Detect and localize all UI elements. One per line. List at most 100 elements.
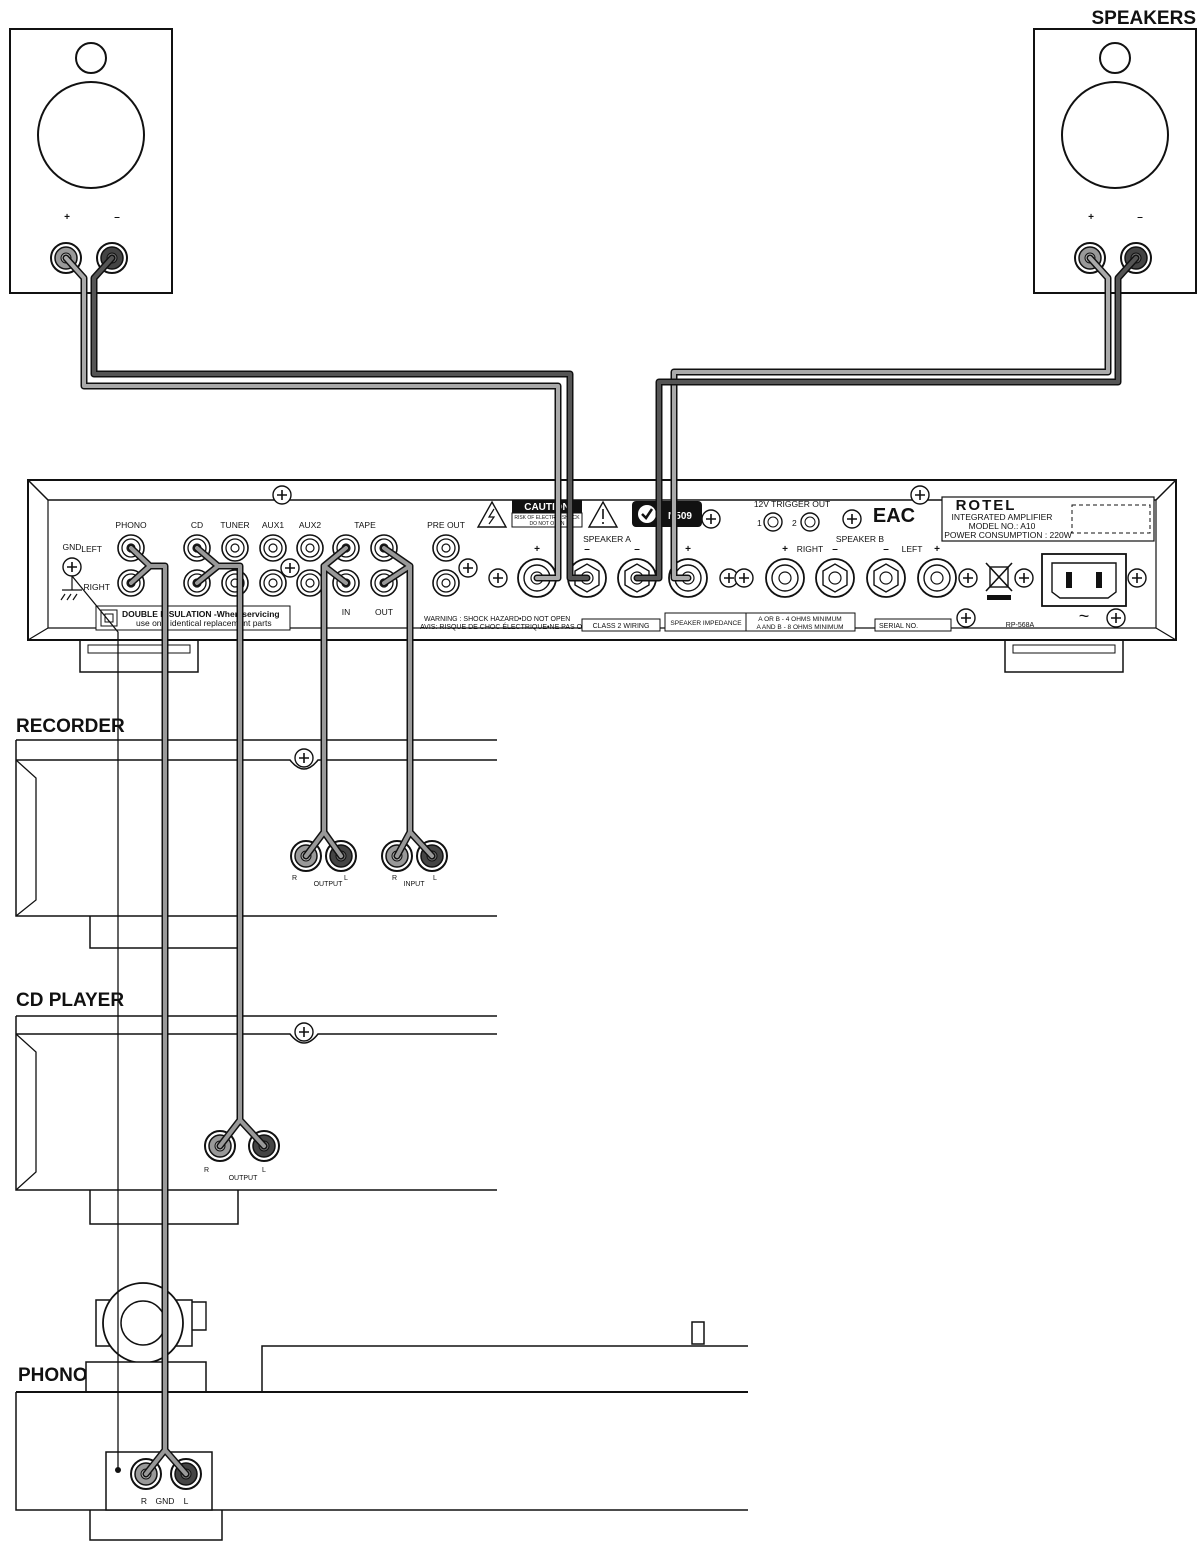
amp-aux1-label: AUX1 bbox=[262, 520, 284, 530]
caution-label: CAUTION RISK OF ELECTRIC SHOCK DO NOT OP… bbox=[476, 500, 619, 528]
amp-tuner-label: TUNER bbox=[220, 520, 249, 530]
speaker-right-plus-label: + bbox=[1088, 212, 1094, 223]
amp-tuner-left-jack[interactable] bbox=[221, 534, 249, 562]
amp-phono-label: PHONO bbox=[115, 520, 147, 530]
svg-text:N509: N509 bbox=[668, 511, 692, 522]
model-badge: ROTEL INTEGRATED AMPLIFIER MODEL NO.: A1… bbox=[941, 496, 1155, 542]
svg-text:CAUTION: CAUTION bbox=[524, 502, 570, 513]
speaker-b-left-minus-post[interactable] bbox=[866, 558, 906, 598]
cd-output-r-label: R bbox=[204, 1167, 209, 1174]
recorder-output-label: OUTPUT bbox=[314, 881, 344, 888]
cd-cable bbox=[193, 544, 268, 1150]
svg-text:ROTEL: ROTEL bbox=[956, 497, 1017, 514]
speaker-a-label: SPEAKER A bbox=[583, 534, 631, 544]
cd-player-heading: CD PLAYER bbox=[16, 990, 124, 1011]
amp-pre-out-left-jack[interactable] bbox=[432, 534, 460, 562]
amp-tape-out-label: OUT bbox=[375, 607, 393, 617]
recorder-input-r-label: R bbox=[392, 875, 397, 882]
phono-heading: PHONO bbox=[18, 1365, 88, 1386]
svg-text:DOUBLE INSULATION -When servic: DOUBLE INSULATION -When servicing bbox=[122, 609, 280, 619]
speaker-b-left-plus-post[interactable] bbox=[917, 558, 957, 598]
amplifier-rear-panel: GND PHONO LEFT RIGHT CD TUNER AUX1 AUX2 … bbox=[27, 479, 1177, 673]
phono-cable bbox=[127, 544, 190, 1478]
speaker-b-left-label: LEFT bbox=[902, 544, 923, 554]
right-speaker-cable bbox=[633, 254, 1140, 582]
trigger-2-label: 2 bbox=[792, 518, 797, 528]
class-2-wiring-label: CLASS 2 WIRING bbox=[593, 623, 650, 630]
ac-symbol: ~ bbox=[1079, 606, 1090, 626]
weee-bin-icon bbox=[985, 562, 1013, 600]
speaker-b-right-minus-post[interactable] bbox=[815, 558, 855, 598]
ac-power-inlet[interactable] bbox=[1041, 553, 1127, 607]
amp-pre-out-label: PRE OUT bbox=[427, 520, 465, 530]
svg-text:use only identical replacement: use only identical replacement parts bbox=[136, 618, 272, 628]
amp-tuner-right-jack[interactable] bbox=[221, 569, 249, 597]
cd-output-label: OUTPUT bbox=[229, 1175, 259, 1182]
turntable-r-label: R bbox=[141, 1496, 147, 1506]
speaker-right: + – bbox=[1033, 28, 1197, 294]
svg-text:A AND B - 8 OHMS MINIMUM: A AND B - 8 OHMS MINIMUM bbox=[756, 624, 843, 631]
speaker-b-left-minus-label: – bbox=[883, 544, 889, 555]
serial-number-label: SERIAL NO. bbox=[879, 623, 918, 630]
speaker-left: + – bbox=[9, 28, 173, 294]
recorder-input-label: INPUT bbox=[404, 881, 426, 888]
trigger-label: 12V TRIGGER OUT bbox=[754, 499, 830, 509]
recorder-heading: RECORDER bbox=[16, 716, 125, 737]
trigger-2-jack[interactable] bbox=[800, 512, 820, 532]
speaker-a-right-minus-label: – bbox=[584, 544, 590, 555]
amp-tape-in-label: IN bbox=[342, 607, 351, 617]
turntable-gnd-label: GND bbox=[156, 1496, 175, 1506]
amp-aux1-left-jack[interactable] bbox=[259, 534, 287, 562]
speaker-impedance-label: SPEAKER IMPEDANCE A OR B - 4 OHMS MINIMU… bbox=[664, 612, 856, 632]
svg-text:DO NOT OPEN: DO NOT OPEN bbox=[530, 521, 565, 527]
recorder-output-r-label: R bbox=[292, 875, 297, 882]
recorder-output-l-label: L bbox=[344, 875, 348, 882]
eac-mark: EAC bbox=[873, 505, 915, 527]
ground-wire bbox=[71, 575, 119, 1471]
tape-in-cable bbox=[302, 544, 350, 860]
trigger-1-jack[interactable] bbox=[763, 512, 783, 532]
double-insulation-notice: DOUBLE INSULATION -When servicing use on… bbox=[95, 605, 291, 631]
turntable-l-label: L bbox=[184, 1496, 189, 1506]
speaker-a-left-minus-label: – bbox=[634, 544, 640, 555]
amp-cd-label: CD bbox=[191, 520, 203, 530]
speaker-b-right-plus-label: + bbox=[782, 544, 788, 555]
turntable-device: R GND L bbox=[15, 1282, 748, 1541]
speaker-right-minus-label: – bbox=[1137, 212, 1143, 223]
tape-out-cable bbox=[380, 544, 436, 860]
speaker-b-label: SPEAKER B bbox=[836, 534, 885, 544]
svg-text:POWER CONSUMPTION : 220W: POWER CONSUMPTION : 220W bbox=[944, 530, 1072, 540]
rp-code: RP-568A bbox=[1006, 622, 1035, 629]
left-speaker-cable bbox=[62, 254, 591, 582]
amp-gnd-label: GND bbox=[63, 542, 82, 552]
amp-pre-out-right-jack[interactable] bbox=[432, 569, 460, 597]
svg-text:RISK OF ELECTRIC SHOCK: RISK OF ELECTRIC SHOCK bbox=[514, 515, 580, 521]
amp-gnd-terminal[interactable] bbox=[60, 557, 82, 601]
trigger-1-label: 1 bbox=[757, 518, 762, 528]
cd-player-device: R OUTPUT L bbox=[15, 1015, 497, 1225]
cd-output-l-label: L bbox=[262, 1167, 266, 1174]
svg-text:INTEGRATED AMPLIFIER: INTEGRATED AMPLIFIER bbox=[952, 512, 1053, 522]
amp-phono-left-label: LEFT bbox=[81, 544, 102, 554]
amp-tape-label: TAPE bbox=[354, 520, 376, 530]
speaker-b-right-minus-label: – bbox=[832, 544, 838, 555]
amp-aux2-right-jack[interactable] bbox=[296, 569, 324, 597]
recorder-input-l-label: L bbox=[433, 875, 437, 882]
amp-aux2-label: AUX2 bbox=[299, 520, 321, 530]
speaker-a-left-plus-label: + bbox=[685, 544, 691, 555]
speaker-left-minus-label: – bbox=[114, 212, 120, 223]
n-compliance-mark: N509 bbox=[632, 501, 702, 527]
warning-text-en: WARNING : SHOCK HAZARD•DO NOT OPEN bbox=[424, 616, 570, 623]
speaker-b-left-plus-label: + bbox=[934, 544, 940, 555]
svg-text:MODEL NO.: A10: MODEL NO.: A10 bbox=[969, 521, 1036, 531]
svg-text:SPEAKER IMPEDANCE: SPEAKER IMPEDANCE bbox=[670, 620, 742, 627]
speaker-a-right-plus-label: + bbox=[534, 544, 540, 555]
speakers-heading: SPEAKERS bbox=[1091, 8, 1196, 29]
amp-aux1-right-jack[interactable] bbox=[259, 569, 287, 597]
cables bbox=[62, 254, 1140, 1478]
speaker-b-right-plus-post[interactable] bbox=[765, 558, 805, 598]
amp-aux2-left-jack[interactable] bbox=[296, 534, 324, 562]
svg-text:A OR B - 4 OHMS MINIMUM: A OR B - 4 OHMS MINIMUM bbox=[758, 616, 841, 623]
speaker-b-right-label: RIGHT bbox=[797, 544, 823, 554]
